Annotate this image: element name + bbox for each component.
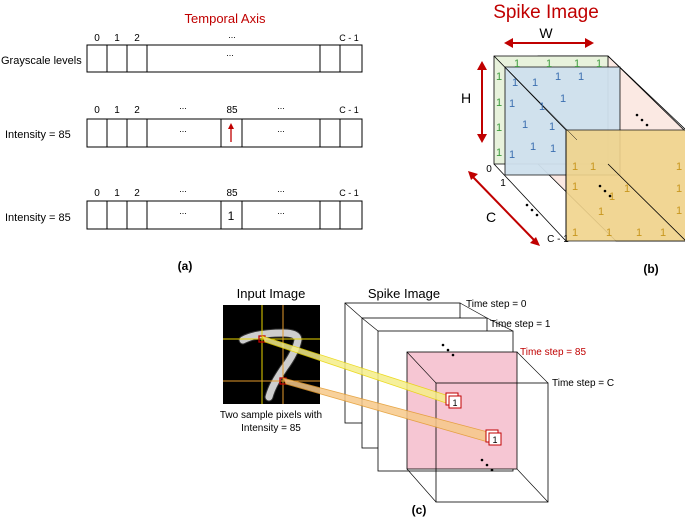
- spike-value: 1: [578, 71, 584, 83]
- spike-value: 1: [676, 205, 682, 217]
- caption-c: (c): [412, 503, 427, 517]
- time-step-label-0: Time step = 0: [466, 299, 527, 310]
- h-arrow-head-bottom-icon: [477, 134, 487, 143]
- spike-value: 1: [596, 58, 602, 70]
- sample-note-line1: Two sample pixels with: [220, 410, 322, 421]
- spike-value: 1: [555, 71, 561, 83]
- w-label: W: [539, 25, 553, 41]
- spike-value: 1: [606, 227, 612, 239]
- depth-label-0: 0: [486, 164, 492, 175]
- sample-note-line2: Intensity = 85: [241, 423, 301, 434]
- spike-value: 1: [572, 181, 578, 193]
- panel-a: Temporal Axis 0 1 2 ... C - 1 Grayscale …: [1, 11, 362, 273]
- index-2: 2: [134, 33, 140, 44]
- time-step-label-c: Time step = C: [552, 378, 614, 389]
- spike-value: 1: [590, 161, 596, 173]
- strip-ellipsis: ...: [277, 206, 285, 216]
- spike-value: 1: [496, 122, 502, 134]
- temporal-axis-title: Temporal Axis: [185, 11, 266, 26]
- c-label: C: [486, 209, 496, 225]
- row-strip: [87, 201, 362, 229]
- spike-value: 1: [539, 101, 545, 113]
- spike-value: 1: [530, 141, 536, 153]
- intensity-row-marker: 0 1 2 ... 85 ... C - 1 Intensity = 85 ..…: [5, 101, 362, 147]
- index-0: 0: [94, 188, 100, 199]
- index-ellipsis: ...: [277, 184, 285, 194]
- w-arrow-head-right-icon: [585, 38, 594, 48]
- index-ellipsis: ...: [179, 184, 187, 194]
- spike-value: 1: [509, 98, 515, 110]
- spike-value: 1: [512, 77, 518, 89]
- spike-value: 1: [676, 183, 682, 195]
- index-2: 2: [134, 188, 140, 199]
- spike-cell-value: 1: [228, 209, 235, 223]
- index-1: 1: [114, 33, 120, 44]
- intensity-row-spike: 0 1 2 ... 85 ... C - 1 Intensity = 85 ..…: [5, 184, 362, 229]
- index-2: 2: [134, 105, 140, 116]
- spike-value: 1: [550, 143, 556, 155]
- spike-value: 1: [514, 58, 520, 70]
- spike-value: 1: [624, 183, 630, 195]
- row-label-intensity: Intensity = 85: [5, 212, 71, 224]
- index-0: 0: [94, 33, 100, 44]
- index-0: 0: [94, 105, 100, 116]
- index-c-minus-1: C - 1: [339, 188, 359, 198]
- depth-label-1: 1: [500, 178, 506, 189]
- spike-value: 1: [532, 77, 538, 89]
- spike-value: 1: [496, 97, 502, 109]
- grayscale-row: 0 1 2 ... C - 1 Grayscale levels ...: [1, 30, 362, 72]
- spike-value: 1: [509, 149, 515, 161]
- spike-image-title: Spike Image: [493, 2, 599, 23]
- index-ellipsis: ...: [277, 101, 285, 111]
- strip-ellipsis: ...: [226, 48, 234, 58]
- index-ellipsis: ...: [228, 30, 236, 40]
- spike-value: 1: [598, 206, 604, 218]
- index-85: 85: [226, 105, 238, 116]
- index-85: 85: [226, 188, 238, 199]
- spike-image-subtitle: Spike Image: [368, 286, 440, 301]
- h-label: H: [461, 90, 471, 106]
- spike-value: 1: [546, 58, 552, 70]
- row-label-intensity: Intensity = 85: [5, 129, 71, 141]
- pixel-value: 1: [452, 398, 457, 408]
- spike-value: 1: [636, 227, 642, 239]
- w-arrow-head-left-icon: [504, 38, 513, 48]
- panel-b: Spike Image W H C 1 1 1: [461, 2, 685, 276]
- spike-value: 1: [560, 93, 566, 105]
- time-step-label-85: Time step = 85: [520, 347, 586, 358]
- row-label-grayscale: Grayscale levels: [1, 55, 82, 67]
- time-step-label-1: Time step = 1: [490, 319, 551, 330]
- row-strip: [87, 45, 362, 72]
- spike-value: 1: [660, 227, 666, 239]
- spike-value: 1: [496, 71, 502, 83]
- spike-value: 1: [572, 227, 578, 239]
- pixel-value: 1: [492, 435, 497, 445]
- index-1: 1: [114, 188, 120, 199]
- caption-b: (b): [643, 262, 658, 276]
- index-1: 1: [114, 105, 120, 116]
- index-ellipsis: ...: [179, 101, 187, 111]
- spike-value: 1: [676, 161, 682, 173]
- depth-label-c-minus-1: C - 1: [547, 234, 569, 245]
- c-arrow-head-top-icon: [468, 171, 478, 180]
- spike-value: 1: [572, 161, 578, 173]
- h-arrow-head-top-icon: [477, 61, 487, 70]
- index-c-minus-1: C - 1: [339, 105, 359, 115]
- index-c-minus-1: C - 1: [339, 33, 359, 43]
- strip-ellipsis: ...: [179, 206, 187, 216]
- spike-value: 1: [522, 119, 528, 131]
- spike-value: 1: [574, 58, 580, 70]
- spike-value: 1: [496, 147, 502, 159]
- input-image-title: Input Image: [237, 286, 306, 301]
- row-strip: [87, 119, 362, 147]
- spike-value: 1: [549, 121, 555, 133]
- strip-ellipsis: ...: [179, 124, 187, 134]
- strip-ellipsis: ...: [277, 124, 285, 134]
- panel-c: Input Image Spike Image Two sample pixel…: [220, 286, 614, 517]
- caption-a: (a): [178, 259, 193, 273]
